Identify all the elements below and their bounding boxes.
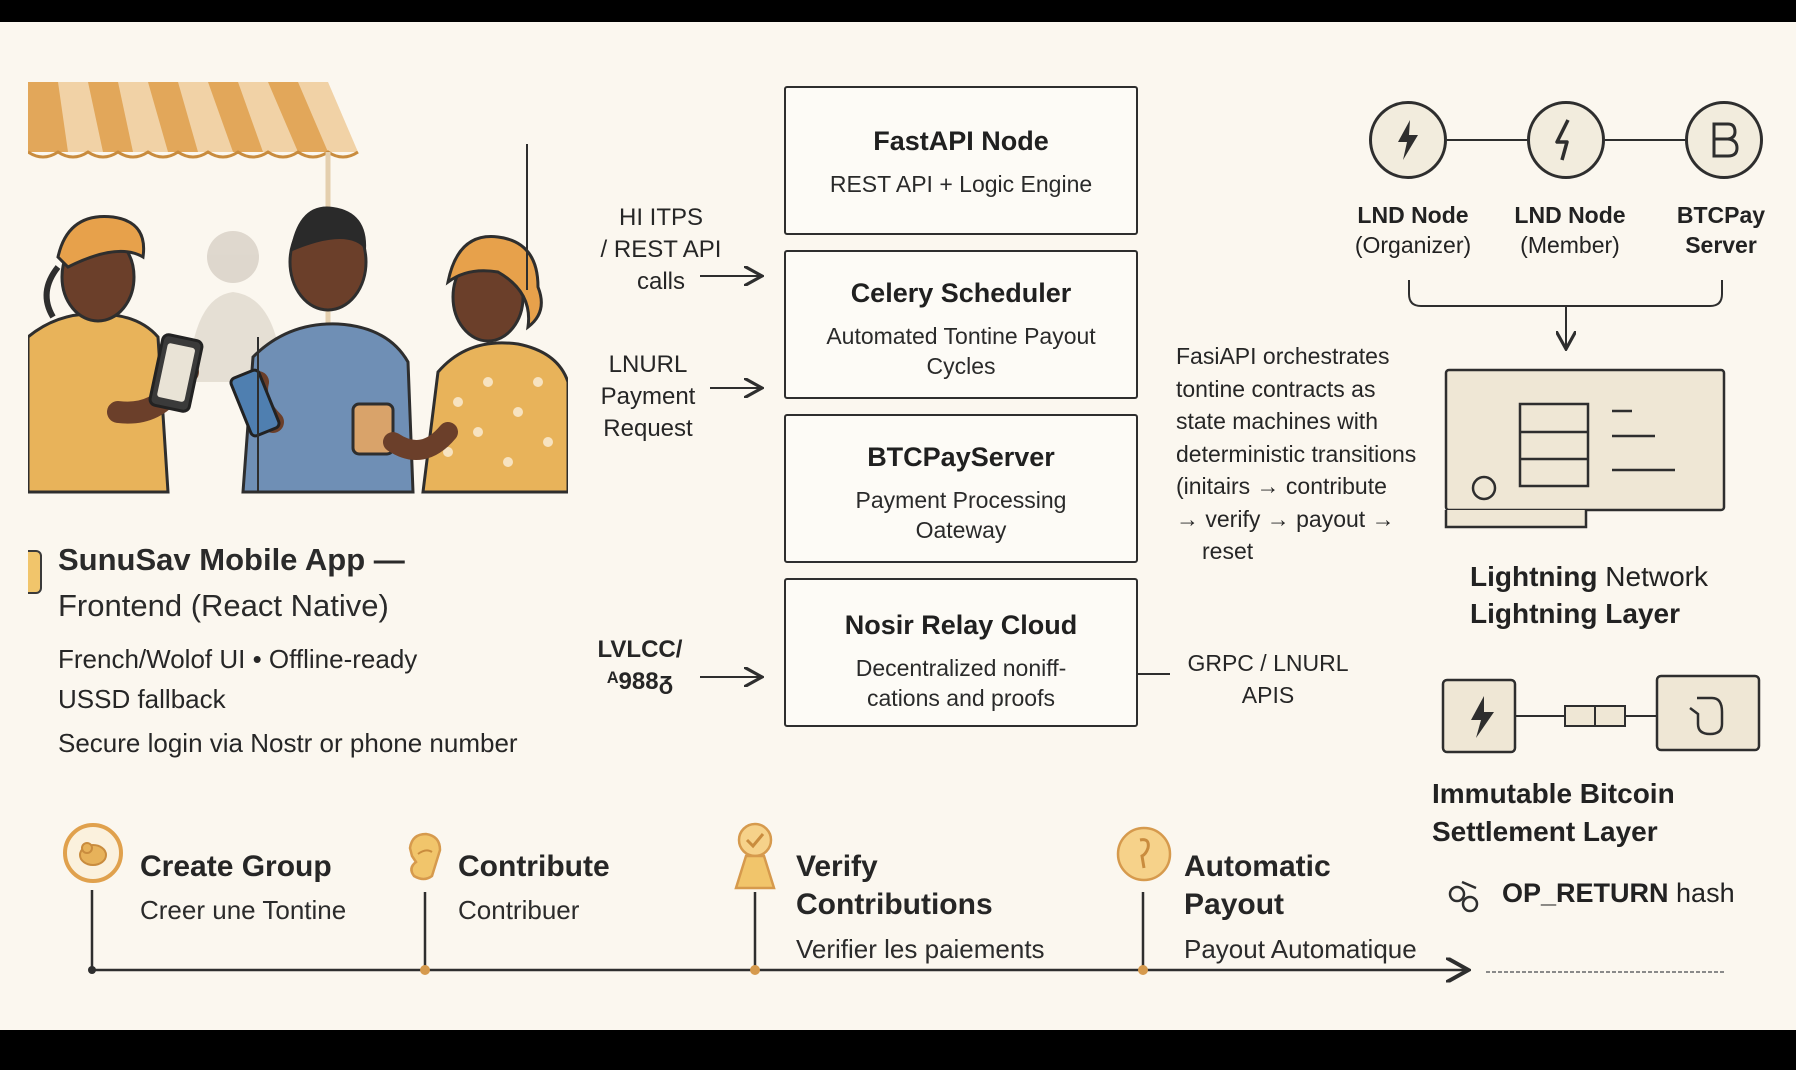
frontend-feature-languages: French/Wolof UI • Offline-ready <box>58 644 418 674</box>
settlement-icons <box>1441 674 1761 754</box>
lightning-brace <box>1408 280 1723 307</box>
op-return-keyword: OP_RETURN <box>1502 878 1669 908</box>
orchestration-line-3: state machines with <box>1176 408 1378 434</box>
lnd-member-label: LND Node (Member) <box>1490 200 1650 260</box>
btcpay-role: Server <box>1685 232 1757 258</box>
market-people-illustration <box>28 82 568 532</box>
group-coin-icon <box>63 823 123 883</box>
lnd-organizer-node <box>1369 101 1447 179</box>
step-create-group-title: Create Group <box>140 850 332 883</box>
btcpay-icon <box>1712 122 1739 158</box>
fastapi-node-box: FastAPI Node REST API + Logic Engine <box>784 86 1138 235</box>
fastapi-node-title: FastAPI Node <box>873 126 1049 156</box>
btcpay-server-node <box>1685 101 1763 179</box>
step-contribute-subtitle: Contribuer <box>458 895 580 925</box>
hand-coin-icon <box>408 832 442 881</box>
step-contribute-title: Contribute <box>458 850 610 883</box>
lvl-line-2: ᴬ988ᵹ <box>606 668 674 695</box>
lvl-line-1: LVLCC/ <box>597 636 683 663</box>
timeline-line <box>88 890 1726 975</box>
step-payout-title: Automatic Payout <box>1184 848 1331 924</box>
grpc-lnurl-label: GRPC / LNURL APIS <box>1178 647 1358 711</box>
frontend-title: SunuSav Mobile App — <box>58 542 405 577</box>
lnurl-line-2: Payment <box>600 383 696 410</box>
orchestration-line-1: FasiAPI orchestrates <box>1176 343 1390 369</box>
lnd-organizer-role: (Organizer) <box>1354 232 1472 258</box>
lnd-member-name: LND Node <box>1514 202 1626 228</box>
checkmark-badge-icon <box>734 822 776 890</box>
lvl-protocol-label: LVLCC/ ᴬ988ᵹ <box>580 634 700 698</box>
payout-coin-icon <box>1116 826 1172 882</box>
grpc-line-1: GRPC / LNURL <box>1187 650 1349 676</box>
lightning-layer-subtitle: Lightning Layer <box>1470 598 1680 629</box>
lnurl-line-1: LNURL <box>608 351 688 378</box>
grpc-line-2: APIS <box>1241 682 1295 708</box>
btcpayserver-desc: Payment Processing Oateway <box>855 487 1067 543</box>
woman-left <box>28 215 204 494</box>
frontend-subtitle: Frontend (React Native) <box>58 588 389 623</box>
nostr-relay-box: Nosir Relay Cloud Decentralized noniff-c… <box>784 578 1138 727</box>
network-word: Network <box>1597 561 1708 592</box>
connector-lines <box>88 139 1761 1030</box>
btcpay-server-label: BTCPay Server <box>1641 200 1796 260</box>
orchestration-line-2: tontine contracts as <box>1176 375 1376 402</box>
celery-scheduler-title: Celery Scheduler <box>850 278 1072 308</box>
step-verify-title: Verify Contributions <box>796 848 993 924</box>
step-verify-subtitle: Verifier les paiements <box>796 934 1045 964</box>
https-line-3: calls <box>636 268 685 295</box>
frontend-feature-ussd: USSD fallback <box>58 684 226 714</box>
orchestration-line-6: → verify → payout → <box>1176 505 1395 532</box>
step-create-group-subtitle: Creer une Tontine <box>140 895 347 925</box>
btcpayserver-title: BTCPayServer <box>867 442 1055 472</box>
frontend-feature-login: Secure login via Nostr or phone number <box>58 728 518 758</box>
celery-scheduler-desc: Automated Tontine Payout Cycles <box>826 323 1096 379</box>
fastapi-node-desc: REST API + Logic Engine <box>829 171 1093 197</box>
nostr-relay-title: Nosir Relay Cloud <box>844 610 1078 640</box>
lightning-bolt-icon <box>1555 119 1570 161</box>
frontend-accent-marker <box>28 550 42 594</box>
lnd-member-node <box>1527 101 1605 179</box>
settlement-title-line-1: Immutable Bitcoin <box>1432 778 1675 809</box>
settlement-layer-title: Immutable Bitcoin Settlement Layer <box>1432 775 1675 851</box>
lightning-layer-device-icon <box>1444 368 1726 529</box>
step-payout-subtitle: Payout Automatique <box>1184 934 1417 964</box>
step-verify-title-line-2: Contributions <box>796 888 993 921</box>
op-return-label: OP_RETURN hash <box>1502 878 1735 909</box>
woman-right <box>351 235 568 494</box>
btcpayserver-box: BTCPayServer Payment Processing Oateway <box>784 414 1138 563</box>
step-payout-title-line-1: Automatic <box>1184 850 1331 883</box>
orchestration-line-4: deterministic transitions <box>1176 440 1417 467</box>
https-protocol-label: HI ITPS / REST API calls <box>576 202 746 298</box>
lightning-word: Lightning <box>1470 561 1598 592</box>
lightning-bolt-icon <box>1398 120 1418 160</box>
https-line-2: / REST API <box>600 236 722 263</box>
https-line-1: HI ITPS <box>618 204 703 231</box>
settlement-title-line-2: Settlement Layer <box>1432 816 1658 847</box>
step-verify-title-line-1: Verify <box>796 850 878 883</box>
lightning-layer-title: Lightning Network Lightning Layer <box>1470 558 1708 632</box>
lnurl-line-3: Request <box>603 415 693 442</box>
lnd-organizer-label: LND Node (Organizer) <box>1333 200 1493 260</box>
lnd-member-role: (Member) <box>1520 232 1620 258</box>
celery-scheduler-box: Celery Scheduler Automated Tontine Payou… <box>784 250 1138 399</box>
orchestration-line-7: reset <box>1202 538 1254 564</box>
step-payout-title-line-2: Payout <box>1184 888 1285 921</box>
lnurl-protocol-label: LNURL Payment Request <box>578 349 718 445</box>
architecture-diagram: SunuSav Mobile App — Frontend (React Nat… <box>0 22 1796 1030</box>
btcpay-name: BTCPay <box>1676 202 1766 228</box>
op-return-icon <box>1448 880 1479 913</box>
orchestration-line-5: (initairs → contribute <box>1176 473 1387 499</box>
orchestration-note: FasiAPI orchestrates tontine contracts a… <box>1176 340 1466 568</box>
lnd-organizer-name: LND Node <box>1357 202 1469 228</box>
op-return-suffix: hash <box>1668 878 1735 908</box>
nostr-relay-desc: Decentralized noniff-cations and proofs <box>855 655 1067 711</box>
